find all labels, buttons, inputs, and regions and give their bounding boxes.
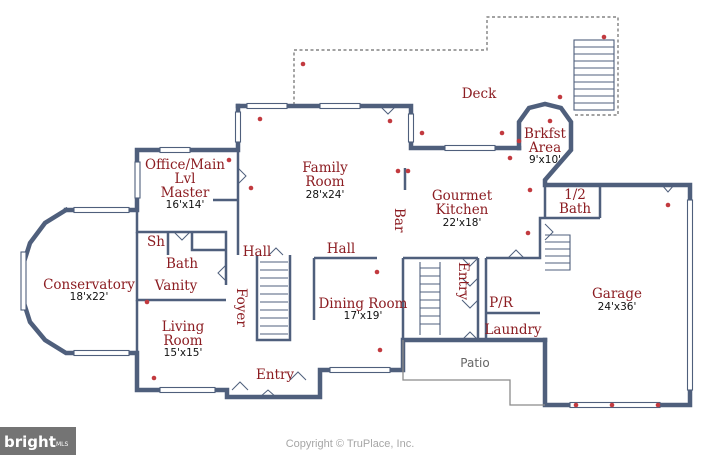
bath-label: Bath bbox=[166, 256, 198, 272]
dining-dims: 17'x19' bbox=[344, 310, 383, 322]
deck-label: Deck bbox=[462, 86, 497, 102]
conservatory-label: Conservatory bbox=[43, 277, 135, 293]
fixture-dot bbox=[507, 155, 513, 161]
fixture-dot bbox=[248, 185, 254, 191]
fixture-dot bbox=[655, 402, 661, 408]
fixture-dot bbox=[395, 168, 401, 174]
fixture-dot bbox=[609, 402, 615, 408]
office-dims: 16'x14' bbox=[166, 199, 205, 211]
bright-mls-watermark: bright MLS bbox=[0, 427, 76, 455]
breakfast-label-line1: Brkfst bbox=[524, 126, 566, 142]
windows bbox=[20, 102, 694, 409]
fixture-dot bbox=[527, 187, 533, 193]
room-labels: Deck Brkfst Area 9'x10' Office/Main Lvl … bbox=[43, 86, 642, 383]
garage-label: Garage bbox=[592, 286, 642, 302]
exterior-walls bbox=[20, 101, 693, 408]
living-dims: 15'x15' bbox=[164, 347, 203, 359]
conservatory-dims: 18'x22' bbox=[70, 291, 109, 303]
office-label-line2: Lvl bbox=[175, 171, 196, 187]
fixture-dot bbox=[525, 230, 531, 236]
fixture-dot bbox=[601, 34, 607, 40]
watermark-suffix: MLS bbox=[56, 441, 69, 448]
fixture-dots bbox=[144, 34, 671, 408]
office-label-line1: Office/Main bbox=[145, 157, 225, 173]
fixture-dot bbox=[499, 130, 505, 136]
kitchen-label-line1: Gourmet bbox=[432, 188, 493, 204]
living-label-line2: Room bbox=[163, 333, 202, 349]
foyer-label: Foyer bbox=[233, 288, 249, 327]
half-bath-label-line1: 1/2 bbox=[564, 187, 586, 203]
fixture-dot bbox=[374, 269, 380, 275]
fixture-dot bbox=[547, 118, 553, 124]
bar-label: Bar bbox=[391, 208, 407, 233]
half-bath-label-line2: Bath bbox=[559, 201, 591, 217]
breakfast-dims: 9'x10' bbox=[529, 154, 561, 166]
fixture-dot bbox=[387, 118, 393, 124]
hall-center-label: Hall bbox=[327, 241, 355, 257]
fixture-dot bbox=[151, 375, 157, 381]
fixture-dot bbox=[405, 168, 411, 174]
watermark-brand: bright bbox=[4, 433, 56, 451]
fixture-dot bbox=[144, 299, 150, 305]
patio-label: Patio bbox=[460, 356, 489, 370]
fixture-dot bbox=[557, 94, 563, 100]
dining-label: Dining Room bbox=[318, 296, 407, 312]
vanity-label: Vanity bbox=[154, 278, 198, 294]
fixture-dot bbox=[665, 202, 671, 208]
garage-dims: 24'x36' bbox=[598, 301, 637, 313]
interior-walls bbox=[135, 150, 602, 353]
front-entry-label: Entry bbox=[256, 367, 294, 383]
breakfast-label-line2: Area bbox=[528, 140, 561, 156]
fixture-dot bbox=[226, 157, 232, 163]
office-label-line3: Master bbox=[161, 185, 210, 201]
hall-left-label: Hall bbox=[243, 244, 271, 260]
family-label-line1: Family bbox=[302, 160, 348, 176]
laundry-label: Laundry bbox=[484, 322, 541, 338]
family-dims: 28'x24' bbox=[306, 189, 345, 201]
copyright-text: Copyright © TruPlace, Inc. bbox=[286, 438, 415, 450]
family-label-line2: Room bbox=[305, 174, 344, 190]
fixture-dot bbox=[573, 402, 579, 408]
fixture-dot bbox=[300, 61, 306, 67]
living-label-line1: Living bbox=[162, 319, 205, 335]
pantry-label: P/R bbox=[489, 295, 514, 311]
deck-outline bbox=[293, 16, 619, 116]
patio-outline bbox=[402, 340, 545, 406]
kitchen-label-line2: Kitchen bbox=[436, 202, 489, 218]
kitchen-dims: 22'x18' bbox=[443, 217, 482, 229]
fixture-dot bbox=[377, 347, 383, 353]
shower-label: Sh bbox=[147, 234, 165, 250]
fixture-dot bbox=[516, 138, 522, 144]
fixture-dot bbox=[257, 116, 263, 122]
fixture-dot bbox=[419, 130, 425, 136]
side-entry-label: Entry bbox=[455, 262, 471, 300]
doors bbox=[173, 105, 675, 398]
staircase bbox=[260, 39, 615, 335]
